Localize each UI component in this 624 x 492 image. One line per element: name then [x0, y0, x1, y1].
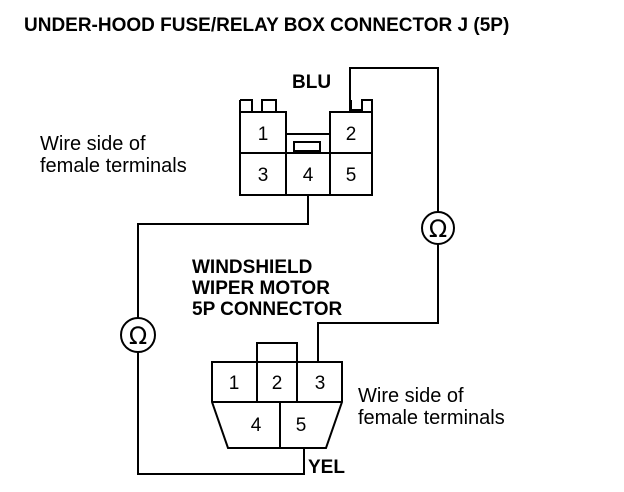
upper-pin-cell-2: [329, 111, 373, 154]
upper-center-slot: [285, 133, 331, 153]
lower-connector-name-line2: WIPER MOTOR: [192, 278, 330, 299]
lower-side-label-line2: female terminals: [358, 407, 505, 429]
upper-wire-color-label: BLU: [292, 72, 331, 93]
wire-upper-pin2-top: [349, 67, 439, 212]
lower-wire-color-label: YEL: [308, 457, 345, 478]
diagram-title: UNDER-HOOD FUSE/RELAY BOX CONNECTOR J (5…: [24, 15, 509, 36]
upper-pin-cell-3: [239, 152, 287, 196]
upper-pin-label-1: 1: [258, 124, 269, 145]
ohmmeter-left-circle: [120, 317, 156, 353]
ohm-icon: Ω: [429, 215, 447, 243]
lower-pin-label-5: 5: [296, 415, 307, 436]
upper-side-label-line2: female terminals: [40, 155, 187, 177]
lower-pin-label-1: 1: [229, 373, 240, 394]
upper-pin-label-2: 2: [346, 124, 357, 145]
ohmmeter-right: Ω: [421, 211, 455, 245]
wire-upper-pin4-left: [137, 195, 309, 318]
upper-pin-label-3: 3: [258, 165, 269, 186]
lower-pin-label-2: 2: [272, 373, 283, 394]
upper-pin-cell-5: [329, 152, 373, 196]
upper-side-label-line1: Wire side of: [40, 133, 146, 155]
upper-pin-label-4: 4: [303, 165, 314, 186]
ohm-icon: Ω: [129, 322, 147, 350]
upper-pin-label-5: 5: [346, 165, 357, 186]
upper-connector: 1 2 3 4 5: [239, 99, 373, 196]
lower-pin-label-4: 4: [251, 415, 262, 436]
lower-side-label-line1: Wire side of: [358, 385, 464, 407]
ohmmeter-right-circle: [421, 211, 455, 245]
ohmmeter-left: Ω: [120, 317, 156, 353]
lower-lock-tab: [256, 342, 298, 363]
lower-connector: 1 2 3 4 5: [211, 342, 343, 449]
lower-pin-label-3: 3: [315, 373, 326, 394]
wire-to-lower-pin3: [317, 244, 439, 362]
lower-connector-name-line1: WINDSHIELD: [192, 257, 312, 278]
upper-connector-top-detail: [240, 99, 286, 113]
wire-to-lower-pin5: [137, 352, 305, 475]
upper-lock-tab: [293, 141, 321, 152]
lower-connector-name-line3: 5P CONNECTOR: [192, 299, 343, 320]
